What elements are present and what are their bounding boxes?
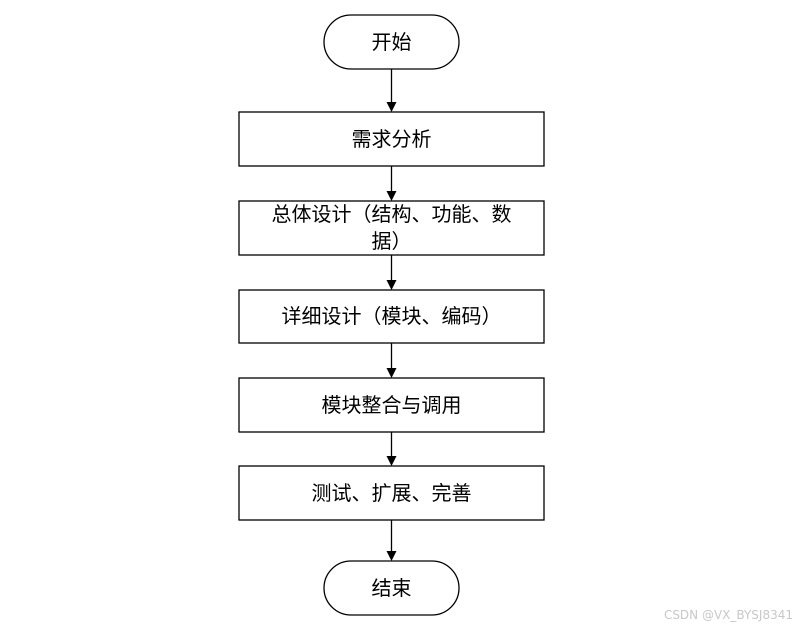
step-overall-design: 总体设计（结构、功能、数 据） [238, 200, 545, 256]
arrow-step-2-to-step-3 [386, 255, 397, 290]
start-node: 开始 [323, 14, 460, 70]
end-label: 结束 [372, 576, 412, 600]
step-overall-design-label-line-1: 总体设计（结构、功能、数 [272, 202, 512, 226]
step-detailed-design: 详细设计（模块、编码） [238, 289, 545, 344]
arrow-step-5-to-end [386, 520, 397, 561]
arrow-step-4-to-step-5 [386, 432, 397, 466]
step-requirements-analysis: 需求分析 [238, 111, 545, 167]
step-testing-extension-label: 测试、扩展、完善 [312, 481, 472, 505]
arrow-step-3-to-step-4 [386, 343, 397, 378]
step-module-integration: 模块整合与调用 [238, 377, 545, 433]
step-requirements-analysis-label: 需求分析 [352, 127, 432, 151]
step-detailed-design-label: 详细设计（模块、编码） [282, 304, 502, 328]
step-module-integration-label: 模块整合与调用 [322, 393, 462, 417]
end-node: 结束 [323, 560, 460, 616]
step-overall-design-label-line-2: 据） [372, 229, 412, 253]
arrow-step-1-to-step-2 [386, 166, 397, 201]
watermark: CSDN @VX_BYSJ8341 [663, 608, 793, 622]
start-label: 开始 [372, 30, 412, 54]
arrow-start-to-step-1 [386, 69, 397, 112]
step-testing-extension: 测试、扩展、完善 [238, 465, 545, 521]
